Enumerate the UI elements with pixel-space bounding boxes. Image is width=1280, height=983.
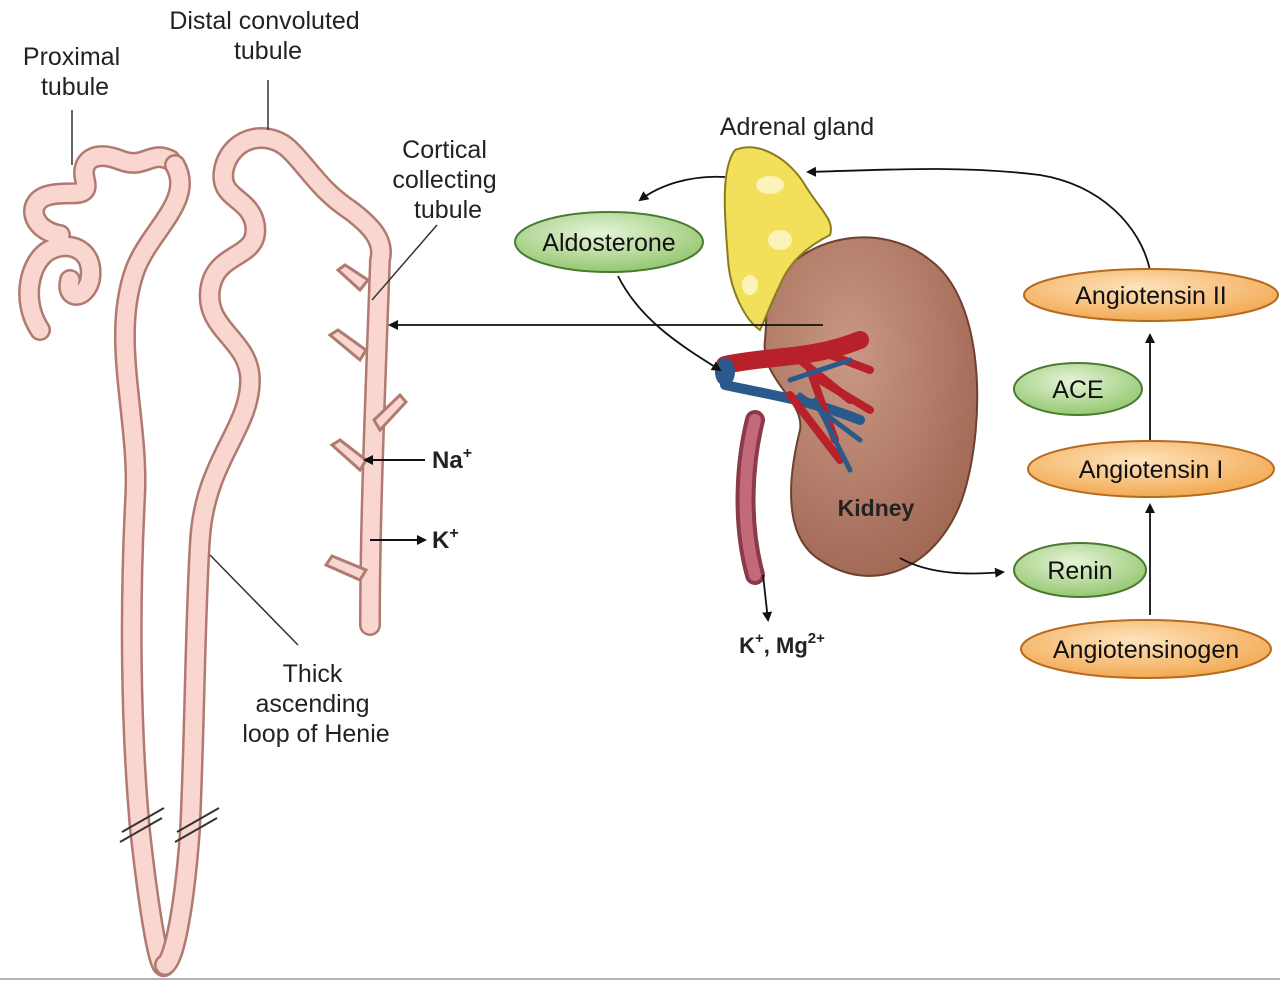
ascending-limb-fill [156, 129, 390, 974]
node-ace: ACE [1013, 362, 1143, 416]
adrenal-gland-label: Adrenal gland [720, 113, 874, 141]
angiotensinogen-text: Angiotensinogen [1053, 636, 1239, 664]
angiotensin-i-text: Angiotensin I [1079, 456, 1224, 484]
node-angiotensin-ii: Angiotensin II [1023, 268, 1279, 322]
raas-arrows [388, 166, 1155, 622]
cortical-collecting-tubule-label: Cortical collecting tubule [392, 136, 503, 224]
leader-lines [71, 80, 438, 646]
nephron [18, 127, 409, 978]
k-label: K+ [432, 525, 459, 554]
renin-text: Renin [1047, 557, 1112, 585]
kidney-label: Kidney [838, 495, 915, 521]
collecting-branches [323, 263, 409, 582]
node-renin: Renin [1013, 542, 1147, 598]
k-mg-label: K+, Mg2+ [739, 630, 825, 658]
aldosterone-text: Aldosterone [542, 229, 675, 257]
descending-limb-fill [116, 156, 189, 975]
break-marks [119, 807, 220, 843]
na-label: Na+ [432, 445, 472, 474]
node-angiotensin-i: Angiotensin I [1027, 440, 1275, 498]
proximal-tubule-label: Proximal tubule [23, 43, 127, 101]
angiotensin-ii-text: Angiotensin II [1075, 282, 1227, 310]
proximal-tubule-fill [20, 147, 179, 339]
ace-text: ACE [1052, 376, 1103, 404]
node-angiotensinogen: Angiotensinogen [1020, 619, 1272, 679]
renal-vessels [716, 331, 874, 473]
distal-tubule-label: Distal convoluted tubule [169, 7, 366, 65]
node-aldosterone: Aldosterone [514, 211, 704, 273]
thick-ascending-loop-label: Thick ascending loop of Henie [242, 660, 389, 748]
